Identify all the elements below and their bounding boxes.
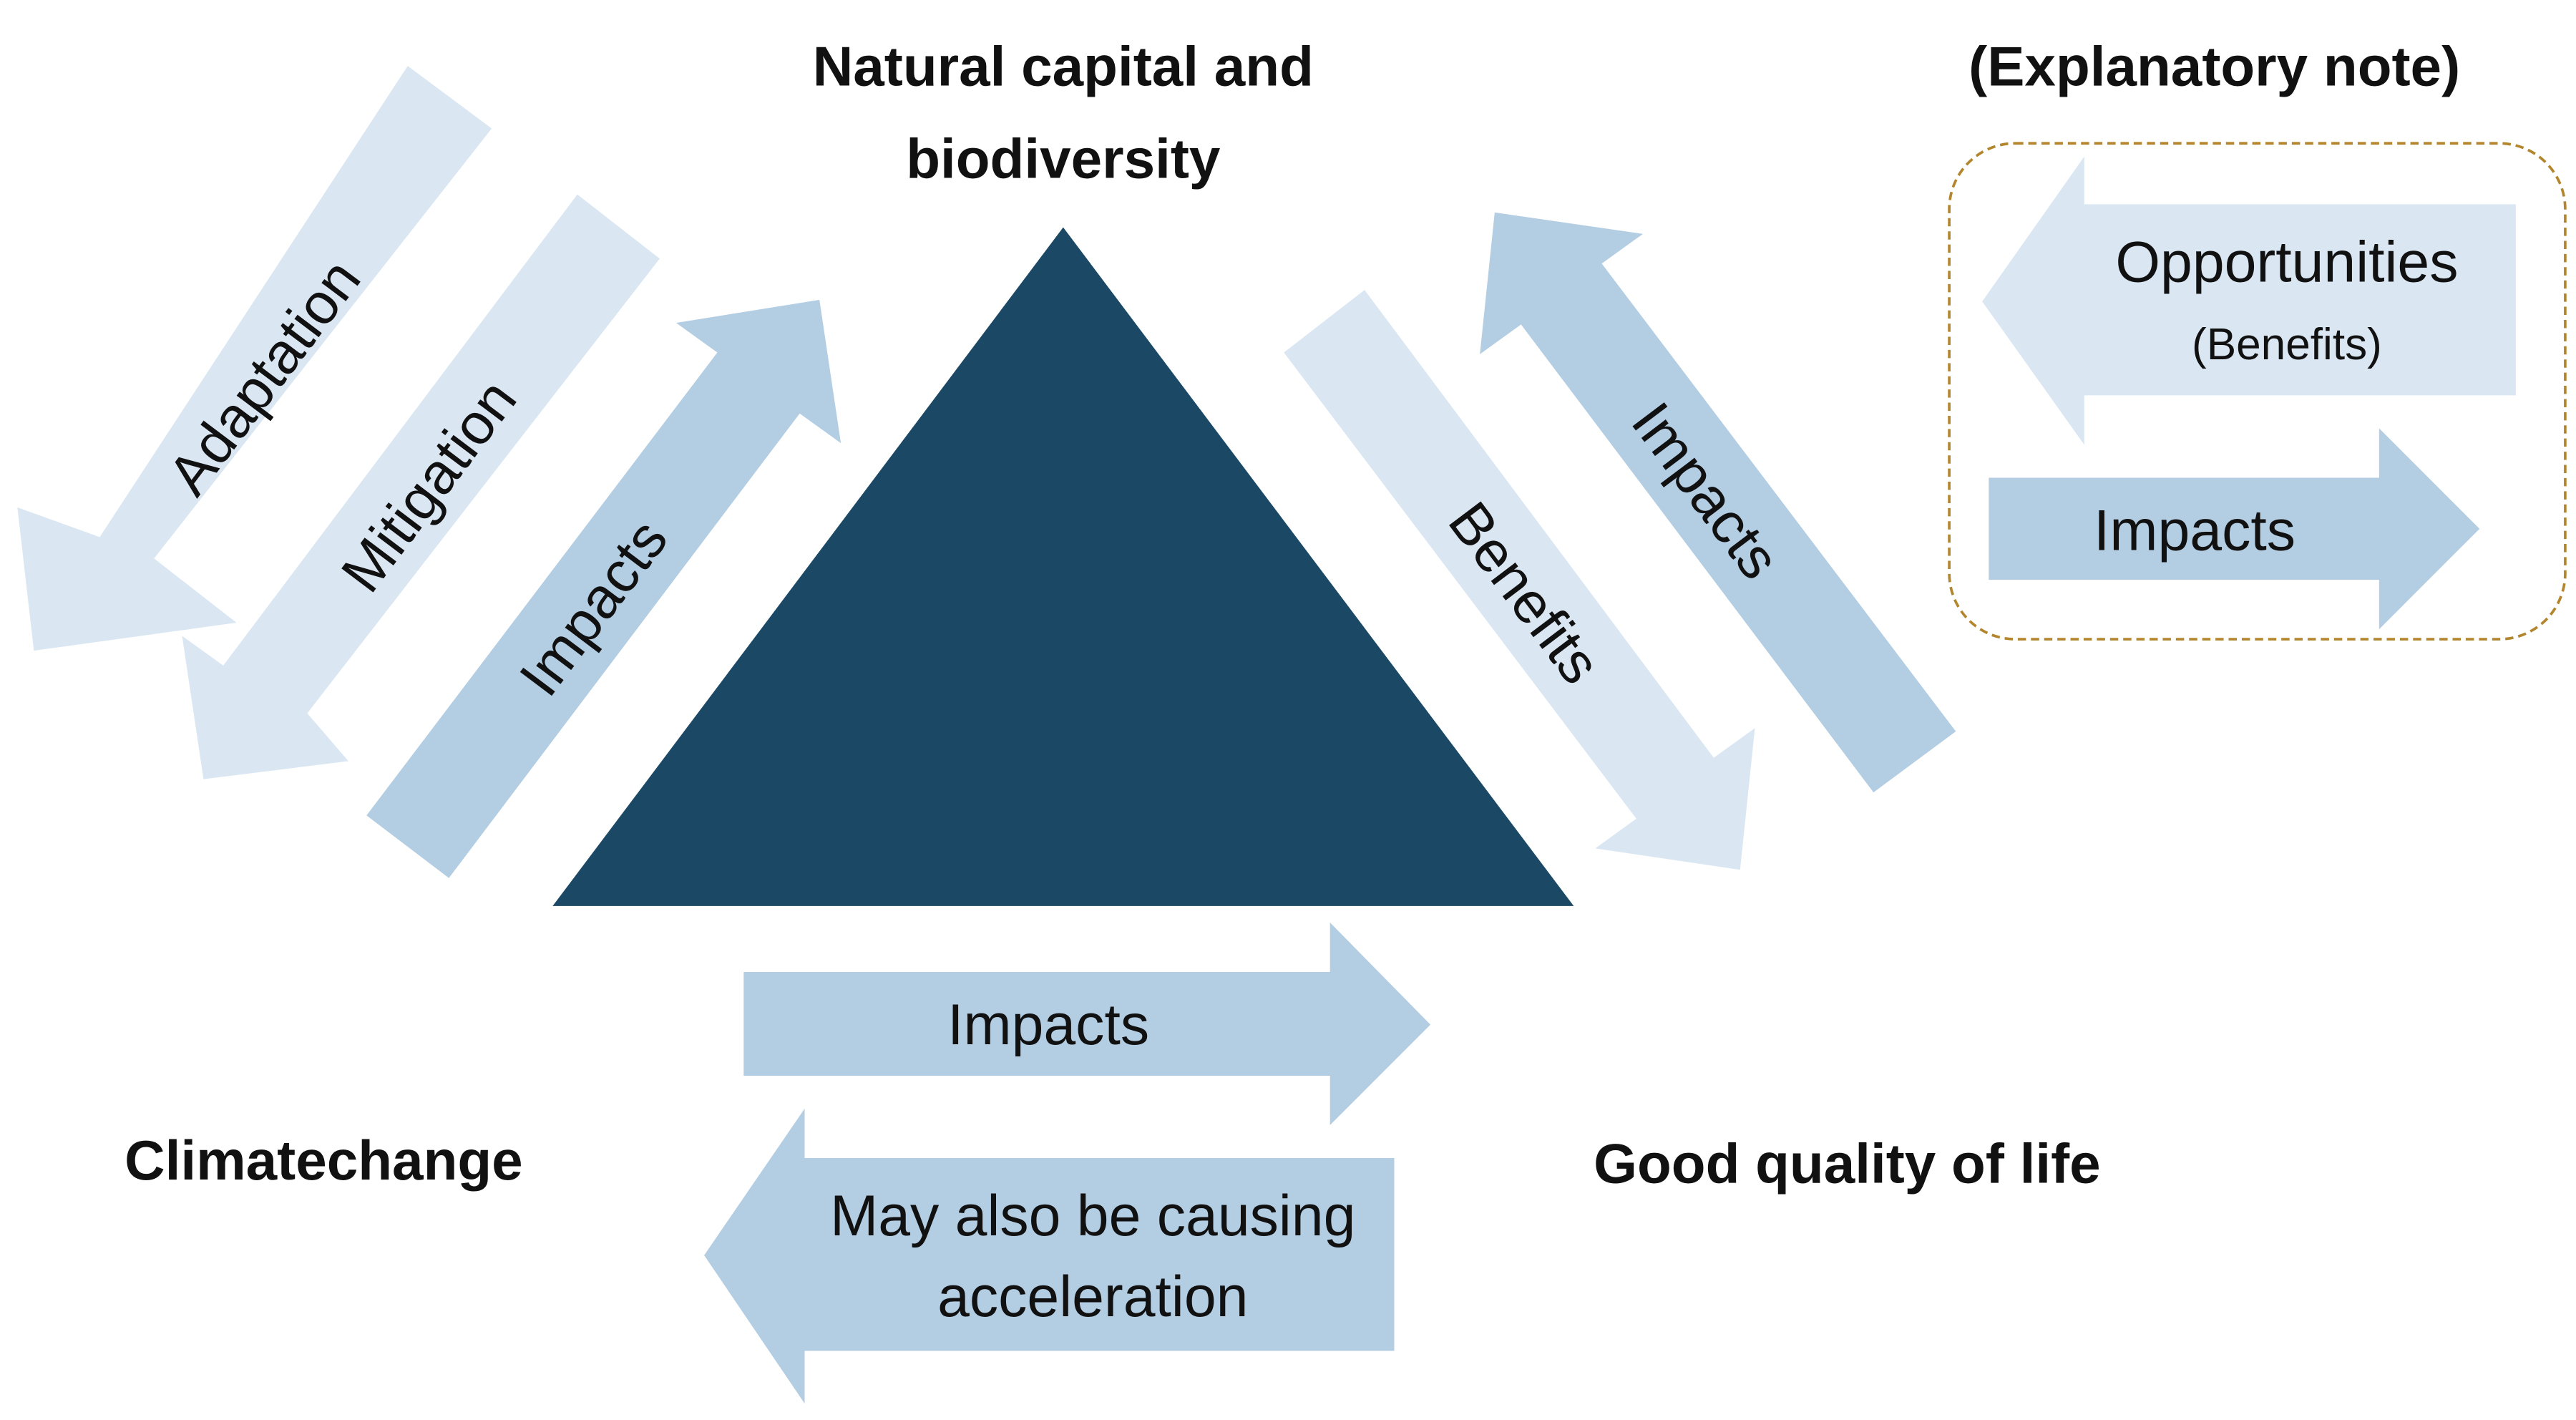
impacts-bottom-label: Impacts xyxy=(947,993,1149,1057)
climate-change-label: Climatechange xyxy=(125,1129,523,1192)
legend-impacts-arrow xyxy=(1989,428,2480,630)
good-quality-of-life-label: Good quality of life xyxy=(1594,1132,2101,1195)
explanatory-note-label: (Explanatory note) xyxy=(1968,35,2460,98)
natural-capital-label-line1: Natural capital and xyxy=(813,35,1314,98)
legend-benefits-label: (Benefits) xyxy=(2192,320,2382,369)
impacts-right-arrow xyxy=(1480,212,1956,793)
legend-opportunities-arrow xyxy=(1982,156,2516,445)
impacts-bottom-arrow xyxy=(743,922,1431,1126)
adaptation-arrow xyxy=(17,66,492,651)
mitigation-arrow xyxy=(182,194,660,779)
acceleration-label-line2: acceleration xyxy=(937,1265,1248,1329)
natural-capital-triangle xyxy=(552,227,1574,906)
natural-capital-label-line2: biodiversity xyxy=(906,127,1221,190)
legend-impacts-label: Impacts xyxy=(2094,499,2296,563)
impacts-left-arrow xyxy=(366,299,841,878)
acceleration-arrow xyxy=(704,1108,1395,1404)
acceleration-label-line1: May also be causing xyxy=(830,1184,1355,1248)
legend-box xyxy=(1948,142,2567,641)
benefits-right-arrow xyxy=(1284,290,1755,870)
legend-opportunities-label: Opportunities xyxy=(2115,230,2458,295)
